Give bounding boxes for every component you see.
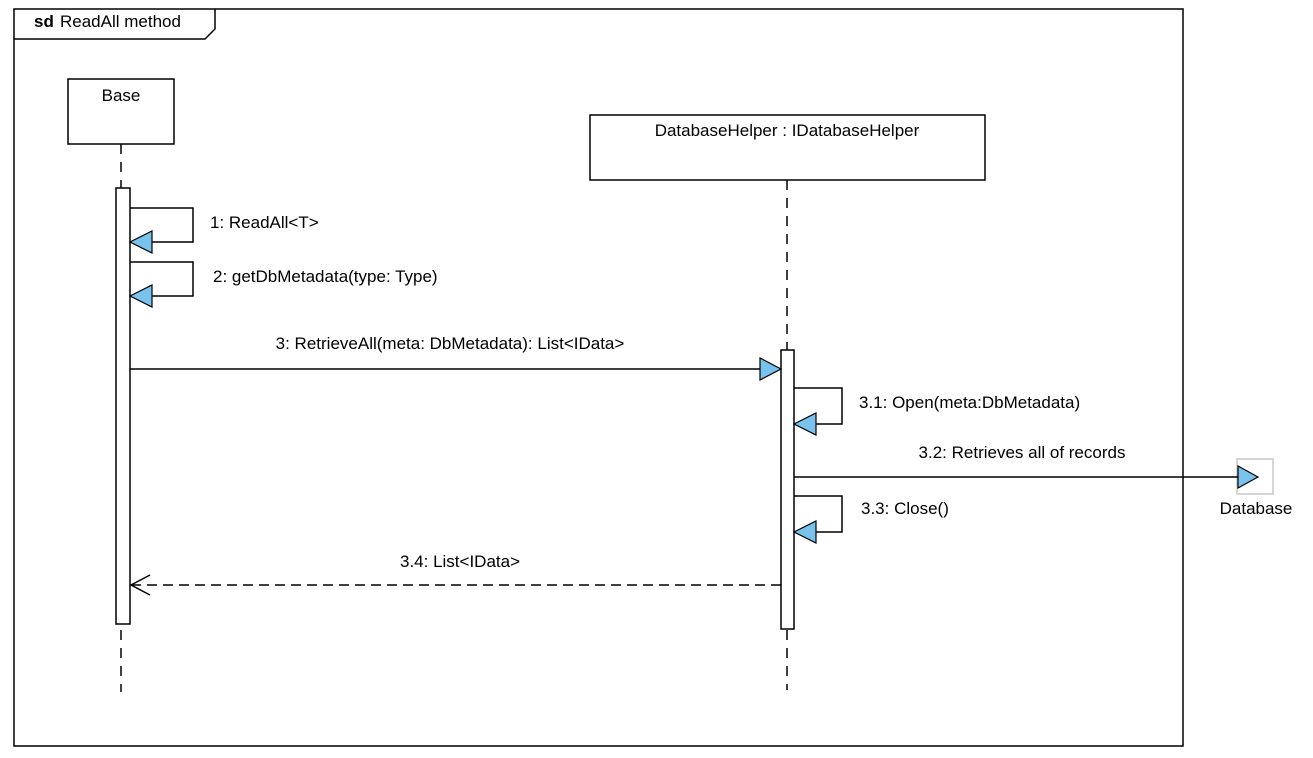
base-lifeline-label: Base [102,86,141,105]
message-3-2-arrowhead [1237,464,1260,490]
message-3-4-arrowhead [129,574,151,596]
message-3-3-label: 3.3: Close() [861,499,949,518]
frame-keyword: sd [34,12,54,31]
frame-label-tab [14,9,216,40]
database-label: Database [1220,499,1293,518]
diagram-frame [13,8,1184,747]
message-3-3-arrowhead [792,520,817,544]
frame-title: ReadAll method [60,12,181,31]
message-2-arrowhead [128,284,153,308]
message-3-1-label: 3.1: Open(meta:DbMetadata) [859,393,1080,412]
message-3-1-arrowhead [792,412,817,436]
helper-activation-bar [780,349,795,630]
message-2-label: 2: getDbMetadata(type: Type) [213,267,438,286]
message-3-arrowhead [759,357,783,381]
message-1: 1: ReadAll<T> [128,207,319,254]
message-3: 3: RetrieveAll(meta: DbMetadata): List<I… [130,334,783,381]
message-1-arrowhead [128,230,153,254]
message-3-2-label: 3.2: Retrieves all of records [919,443,1126,462]
base-lifeline-head [67,78,175,145]
message-1-label: 1: ReadAll<T> [210,213,319,232]
helper-lifeline-head [589,114,986,181]
helper-lifeline-label: DatabaseHelper : IDatabaseHelper [655,121,920,140]
message-3-3: 3.3: Close() [792,495,949,544]
message-2: 2: getDbMetadata(type: Type) [128,261,438,308]
message-3-2: 3.2: Retrieves all of records Database [794,443,1292,518]
message-3-1: 3.1: Open(meta:DbMetadata) [792,387,1080,436]
message-3-4: 3.4: List<IData> [129,552,781,596]
base-activation-bar [115,187,131,625]
message-3-label: 3: RetrieveAll(meta: DbMetadata): List<I… [276,334,625,353]
message-3-4-label: 3.4: List<IData> [400,552,520,571]
